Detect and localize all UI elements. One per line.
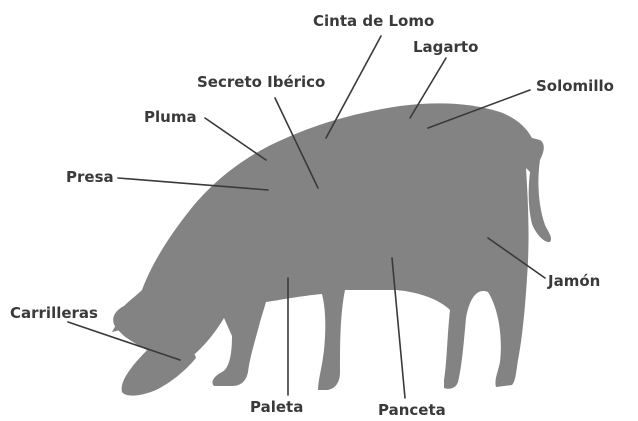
label-cinta-de-lomo: Cinta de Lomo	[313, 12, 434, 30]
label-jamon: Jamón	[547, 272, 600, 290]
label-lagarto: Lagarto	[413, 38, 478, 56]
leader-pluma	[205, 118, 266, 160]
label-paleta: Paleta	[250, 398, 303, 416]
label-carrilleras: Carrilleras	[10, 304, 98, 322]
label-secreto-iberico: Secreto Ibérico	[197, 73, 325, 91]
label-pluma: Pluma	[144, 108, 197, 126]
pig-silhouette	[112, 103, 551, 395]
label-panceta: Panceta	[378, 401, 446, 419]
label-solomillo: Solomillo	[536, 77, 614, 95]
label-presa: Presa	[66, 168, 114, 186]
